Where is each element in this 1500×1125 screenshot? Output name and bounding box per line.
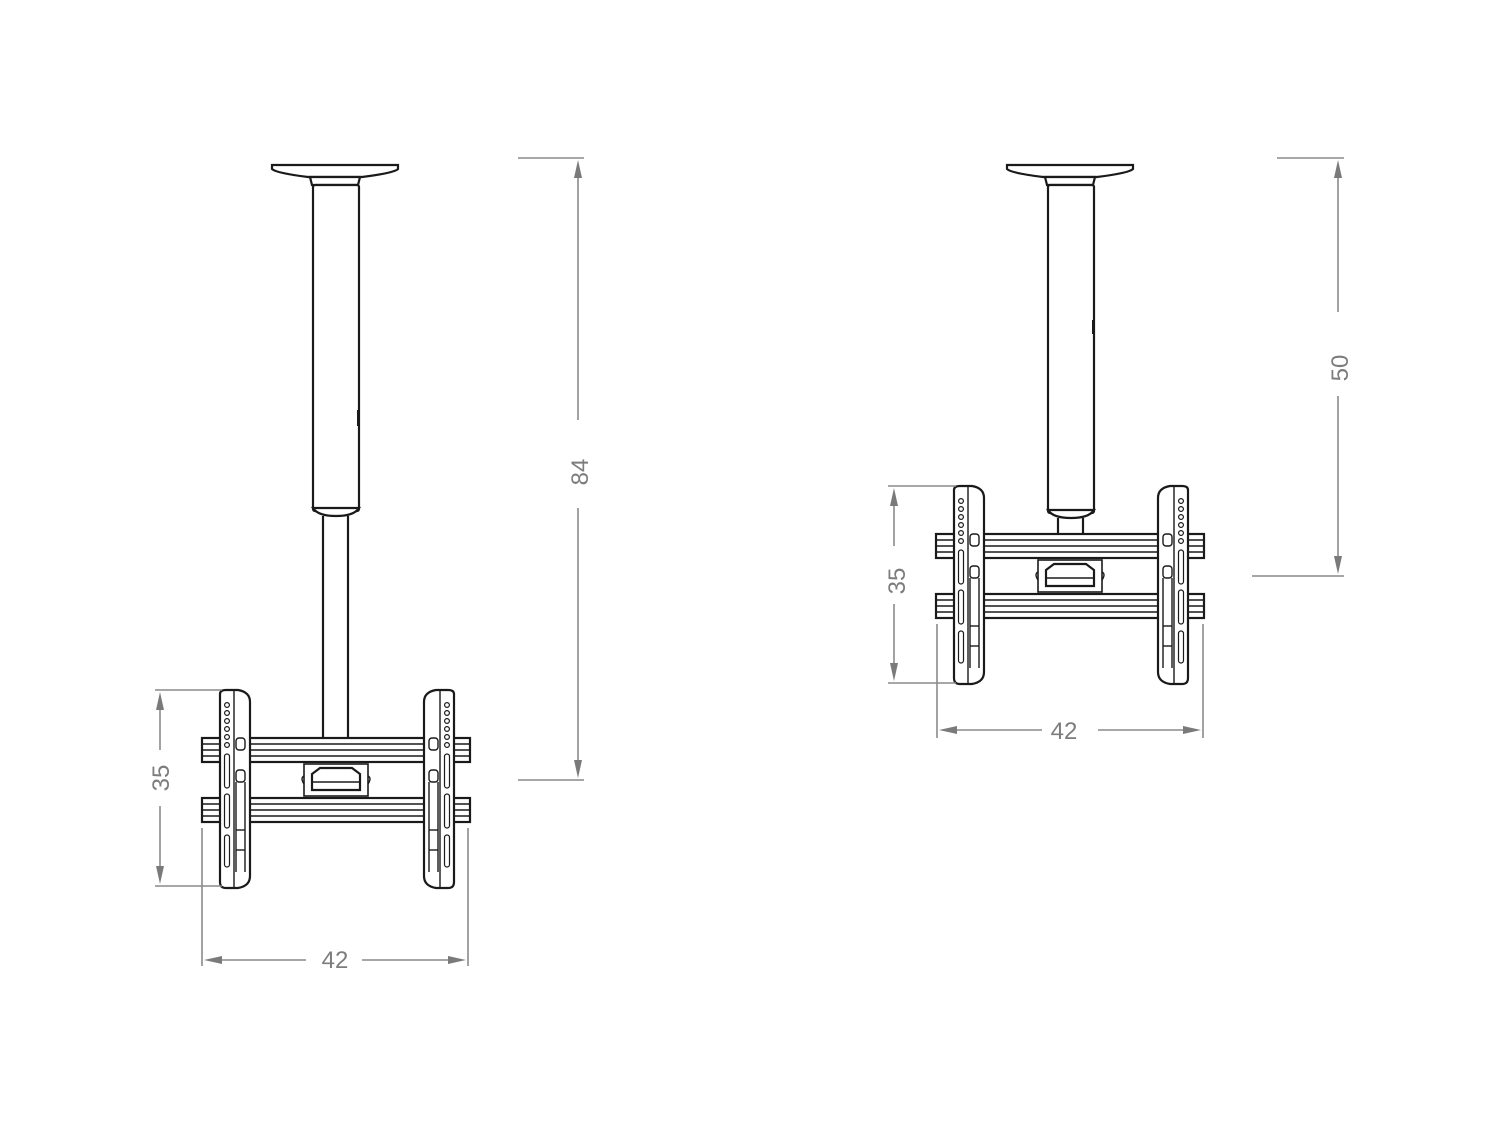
- dimension-bracket-height-35-left: 35: [148, 689, 222, 887]
- dimension-bracket-width-42-right: 42: [936, 624, 1204, 745]
- outer-pole-left: [311, 183, 361, 513]
- dim-label-50: 50: [1327, 355, 1354, 382]
- tv-bracket-left: [202, 690, 470, 888]
- outer-pole-right: [1046, 183, 1096, 515]
- dimension-height-50: 50: [1252, 157, 1354, 577]
- dimension-height-84: 84: [518, 157, 594, 781]
- dimension-bracket-height-35-right: 35: [884, 485, 956, 684]
- dim-label-42-left: 42: [322, 947, 349, 974]
- dimension-bracket-width-42-left: 42: [201, 828, 469, 974]
- ceiling-plate-right: [1005, 163, 1135, 187]
- mount-extended: [202, 163, 470, 888]
- mount-retracted: [936, 163, 1204, 684]
- dim-label-84: 84: [567, 459, 594, 486]
- ceiling-plate-left: [270, 163, 400, 187]
- dim-label-42-right: 42: [1051, 718, 1078, 745]
- dim-label-35-left: 35: [148, 765, 175, 792]
- dim-label-35-right: 35: [884, 568, 911, 595]
